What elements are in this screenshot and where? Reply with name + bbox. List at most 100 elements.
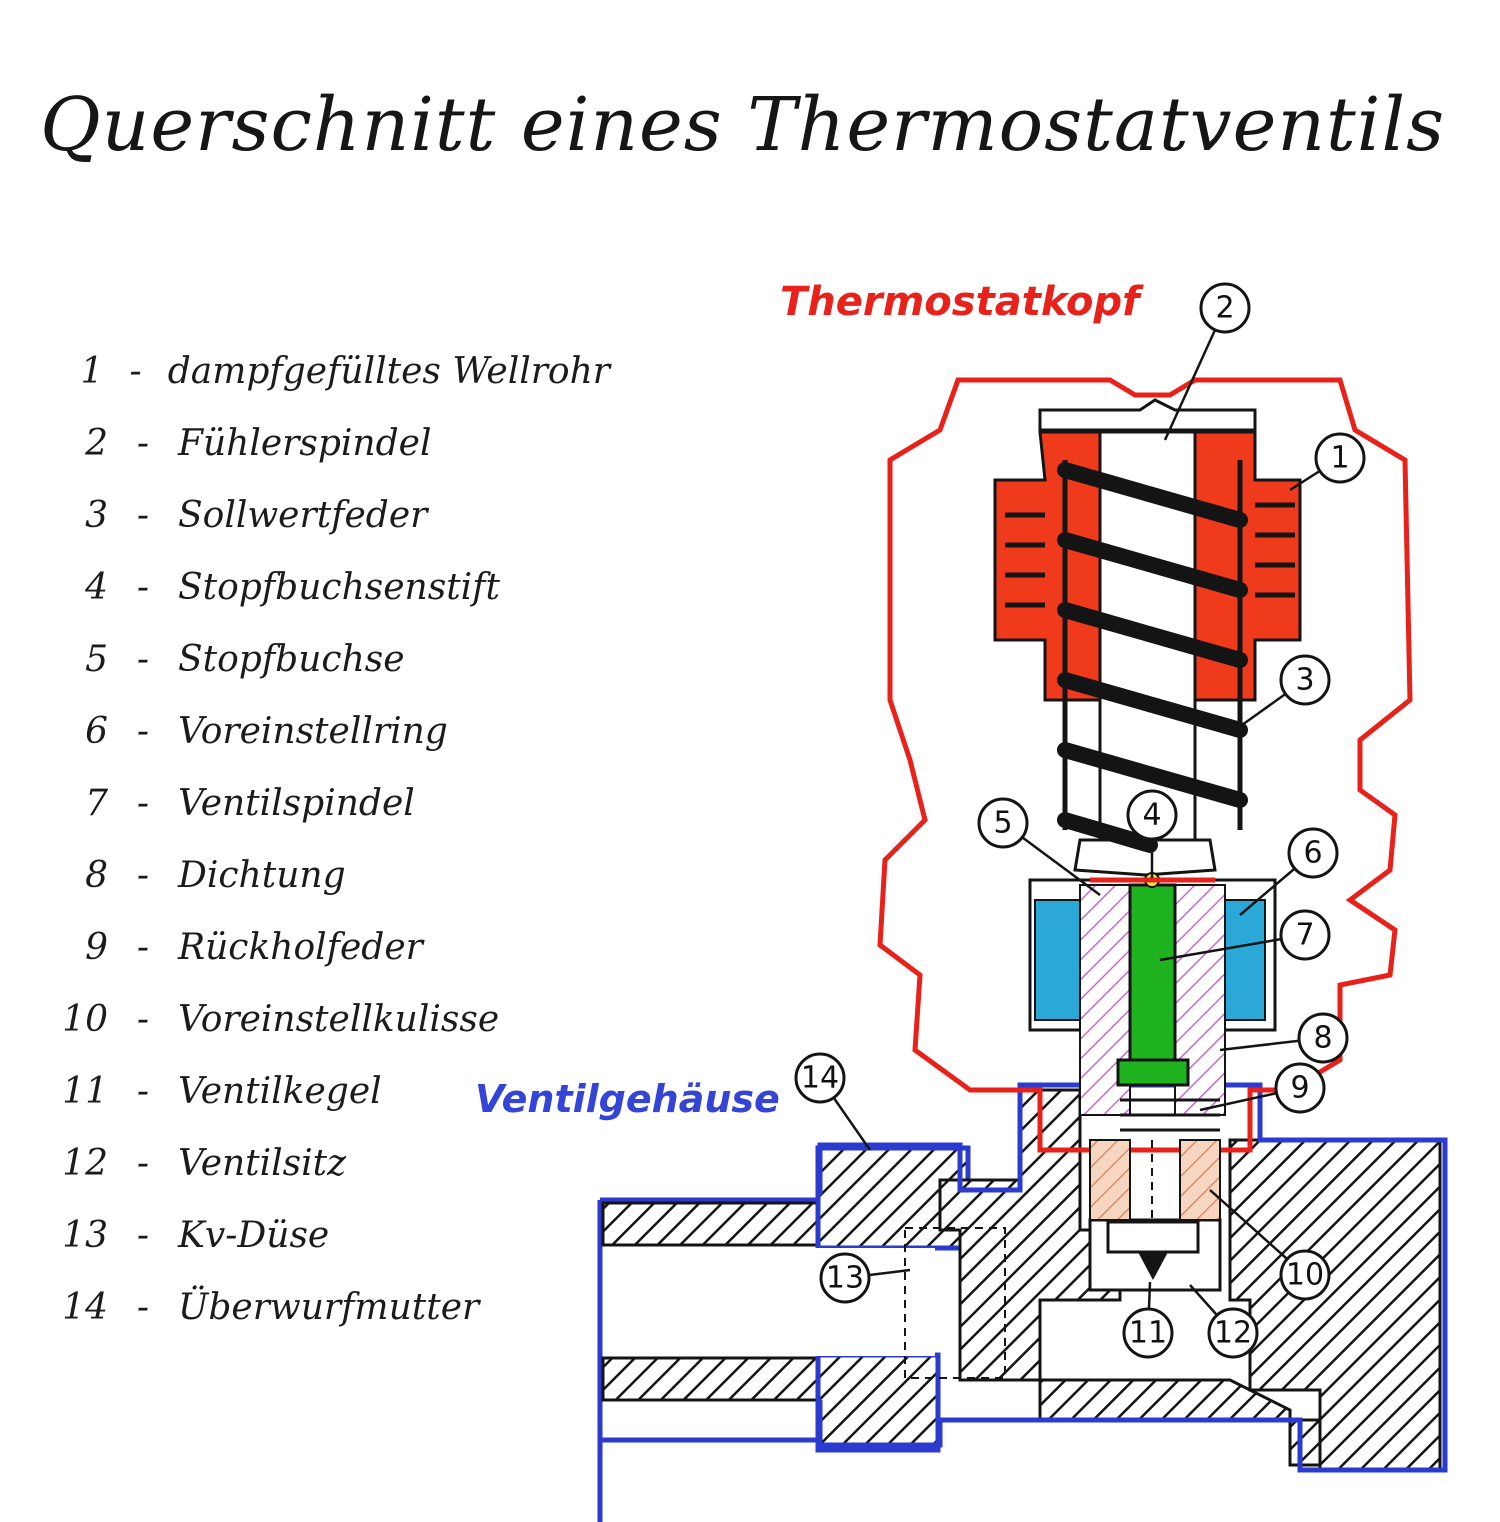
callout-number: 12 (1214, 1316, 1252, 1351)
union-nut-lower (815, 1352, 941, 1453)
legend-name: Fühlerspindel (178, 422, 432, 464)
callout-circle (1274, 1062, 1326, 1114)
callout-number: 9 (1290, 1071, 1309, 1106)
setpoint-spring (1057, 462, 1248, 853)
stem-collar (1116, 1058, 1190, 1087)
kv-nozzle-dashed (904, 1227, 1006, 1379)
legend-item: 9-Rückholfeder (50, 911, 610, 983)
legend-item: 3-Sollwertfeder (50, 479, 610, 551)
legend-name: Überwurfmutter (178, 1286, 480, 1328)
legend-name: Kv-Düse (178, 1214, 330, 1256)
valve-plug (1106, 1220, 1200, 1254)
legend-number: 7 (85, 782, 108, 824)
legend-number: 8 (85, 854, 108, 896)
legend-item: 6-Voreinstellring (50, 695, 610, 767)
callout-circle (977, 797, 1029, 849)
legend-number: 13 (62, 1214, 108, 1256)
head-cap (1038, 398, 1257, 432)
legend-number: 9 (85, 926, 108, 968)
callout-number: 7 (1295, 918, 1314, 953)
preset-ring-left (1034, 899, 1081, 1021)
callout-number: 5 (993, 806, 1012, 841)
callout-number: 10 (1286, 1258, 1324, 1293)
bellows (993, 430, 1302, 702)
valve-cone (1138, 1252, 1168, 1280)
legend-number: 1 (80, 350, 104, 392)
legend-name: dampfgefülltes Wellrohr (167, 350, 610, 392)
callout-circle (1287, 827, 1339, 879)
callout-circle (819, 1252, 871, 1304)
valve-body (597, 1082, 1448, 1522)
callout-circle (1314, 432, 1366, 484)
legend-dash: - (136, 926, 150, 968)
legend-dash: - (136, 998, 150, 1040)
return-spring (1120, 1098, 1220, 1132)
body-outline (817, 1082, 1448, 1473)
legend-dash: - (136, 710, 150, 752)
legend-number: 3 (85, 494, 108, 536)
body-right-branch (1228, 1138, 1442, 1472)
legend-item: 1-dampfgefülltes Wellrohr (50, 335, 610, 407)
legend-dash: - (136, 1214, 150, 1256)
callout-number: 11 (1129, 1316, 1167, 1351)
callout-circle (1126, 789, 1178, 841)
legend-item: 14-Überwurfmutter (50, 1271, 610, 1343)
legend-dash: - (136, 638, 150, 680)
legend-name: Ventilspindel (178, 782, 415, 824)
legend-item: 7-Ventilspindel (50, 767, 610, 839)
legend-item: 8-Dichtung (50, 839, 610, 911)
legend-number: 4 (85, 566, 108, 608)
callout-number: 8 (1313, 1021, 1332, 1056)
legend-item: 2-Fühlerspindel (50, 407, 610, 479)
legend-name: Ventilkegel (178, 1070, 382, 1112)
callout-number: 14 (801, 1061, 839, 1096)
callout-circle (1297, 1012, 1349, 1064)
spindle-tip (1073, 838, 1217, 877)
legend-name: Sollwertfeder (178, 494, 428, 536)
legend-item: 4-Stopfbuchsenstift (50, 551, 610, 623)
callout-circle (1199, 282, 1251, 334)
preset-slot-right (1179, 1139, 1221, 1221)
legend-item: 11-Ventilkegel (50, 1055, 610, 1127)
callout-number: 13 (826, 1261, 864, 1296)
legend-item: 10-Voreinstellkulisse (50, 983, 610, 1055)
legend-dash: - (136, 422, 150, 464)
legend-number: 14 (62, 1286, 108, 1328)
legend-name: Ventilsitz (178, 1142, 347, 1184)
legend-dash: - (136, 1286, 150, 1328)
legend-dash: - (136, 494, 150, 536)
callout-circle (1279, 1249, 1331, 1301)
legend-name: Stopfbuchse (178, 638, 405, 680)
gland-assembly (1028, 872, 1277, 1116)
legend-name: Stopfbuchsenstift (178, 566, 500, 608)
legend-dash: - (136, 1070, 150, 1112)
legend-name: Dichtung (178, 854, 346, 896)
page-title: Querschnitt eines Thermostatventils (40, 82, 1446, 168)
legend-name: Voreinstellkulisse (178, 998, 500, 1040)
legend-dash: - (136, 566, 150, 608)
legend-item: 13-Kv-Düse (50, 1199, 610, 1271)
callout-number: 4 (1142, 798, 1161, 833)
callout-circle (1207, 1307, 1259, 1359)
legend-dash: - (129, 350, 142, 392)
legend-dash: - (136, 854, 150, 896)
valve-stem (1128, 883, 1177, 1087)
legend-item: 5-Stopfbuchse (50, 623, 610, 695)
legend-dash: - (136, 1142, 150, 1184)
callout-circle (1279, 654, 1331, 706)
legend-number: 2 (85, 422, 108, 464)
callout-number: 2 (1215, 291, 1234, 326)
preset-ring-right (1219, 899, 1266, 1021)
label-thermostat-head: Thermostatkopf (780, 279, 1144, 325)
legend-number: 12 (62, 1142, 108, 1184)
label-valve-body: Ventilgehäuse (475, 1077, 780, 1121)
inlet-bore (605, 1248, 935, 1356)
legend-number: 5 (85, 638, 108, 680)
callout-circle (794, 1052, 846, 1104)
legend-dash: - (136, 782, 150, 824)
legend-number: 6 (85, 710, 108, 752)
callout-circle (1122, 1307, 1174, 1359)
